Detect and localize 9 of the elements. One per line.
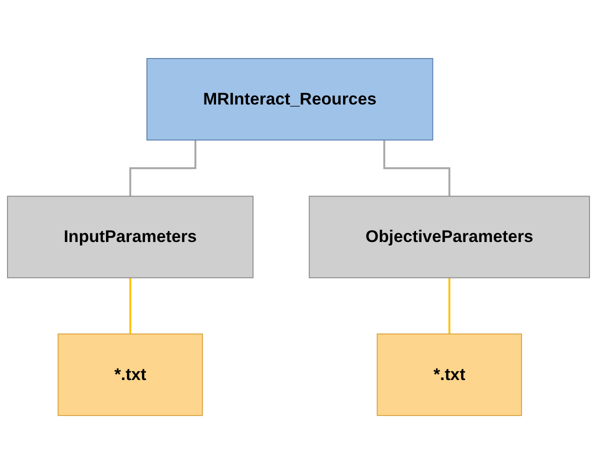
node-box: MRInteract_Reources [146,58,434,140]
node-box: ObjectiveParameters [308,196,590,278]
connector [383,140,450,198]
connector [448,278,450,335]
node-box: InputParameters [7,196,254,278]
node-box: *.txt [376,334,522,416]
connector [129,140,196,198]
node-box: *.txt [58,334,203,416]
connector [129,278,132,335]
